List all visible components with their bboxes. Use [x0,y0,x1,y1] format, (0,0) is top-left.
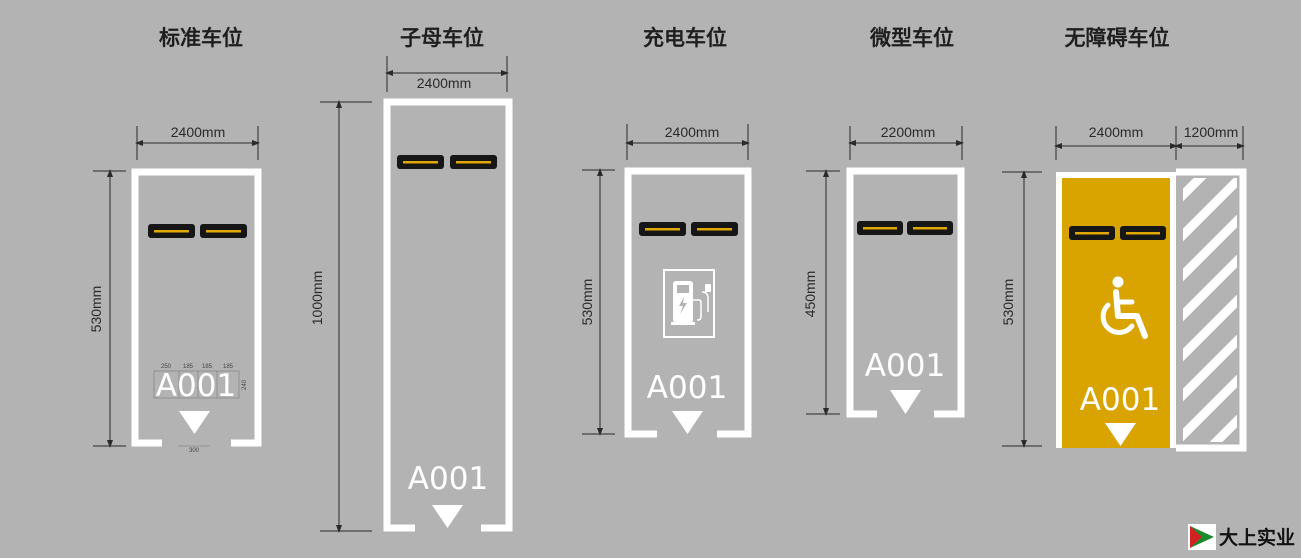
space-code: A001 [408,461,488,497]
code-detail-grid: 250 185 185 185 240 300 [153,364,248,454]
detail-width-4: 185 [223,364,234,370]
space-title: 子母车位 [400,26,484,50]
wheel-stopper-icon [857,221,953,235]
width-dimension: 2400mm [1089,124,1143,140]
length-dimension: 530mm [1000,279,1016,326]
wheel-stopper-icon [397,155,497,169]
wheel-stopper-icon [148,224,247,238]
width-dimension: 2400mm [417,75,471,91]
brand-name: 大上实业 [1219,526,1295,549]
space-code: A001 [865,348,945,384]
arrow-width: 300 [189,448,200,454]
micro-space: 微型车位 2200mm 450mm A001 [802,26,965,418]
wheel-stopper-icon [1069,226,1166,240]
brand-logo: 大上实业 [1188,524,1295,550]
arrow-down-icon [890,390,921,414]
space-code: A001 [156,368,236,404]
parent-child-space: 子母车位 2400mm 1000mm A001 [309,26,513,533]
arrow-down-icon [179,411,210,434]
wheel-stopper-icon [639,222,738,236]
arrow-down-icon [432,505,463,528]
ev-charger-icon [663,269,715,338]
space-title: 微型车位 [869,26,954,50]
side-width-dimension: 1200mm [1184,124,1238,140]
hatch-zone [1176,168,1247,452]
accessible-space: 无障碍车位 2400mm 1200mm 530mm [1000,26,1247,452]
width-dimension: 2200mm [881,124,935,140]
arrow-down-icon [1105,423,1136,446]
space-code: A001 [1080,382,1160,418]
space-title: 无障碍车位 [1065,26,1170,50]
detail-height: 240 [242,379,248,390]
arrow-down-icon [672,411,703,434]
detail-width-1: 250 [161,364,172,370]
width-dimension: 2400mm [665,124,719,140]
space-outline [624,167,752,438]
length-dimension: 1000mm [309,271,325,325]
space-outline [131,168,262,447]
space-outline [383,98,513,532]
width-dimension: 2400mm [171,124,225,140]
space-outline [846,167,965,418]
length-dimension: 530mm [579,279,595,326]
length-dimension: 450mm [802,271,818,318]
detail-width-2: 185 [183,364,194,370]
space-code: A001 [647,370,727,406]
space-title: 充电车位 [643,26,727,50]
wheelchair-icon [1100,276,1148,339]
length-dimension: 530mm [88,286,104,333]
standard-space: 标准车位 2400mm 530mm 250 185 185 185 240 30… [88,26,262,454]
detail-width-3: 185 [202,364,213,370]
charging-space: 充电车位 2400mm 530mm A001 [579,26,752,438]
space-title: 标准车位 [159,26,243,50]
